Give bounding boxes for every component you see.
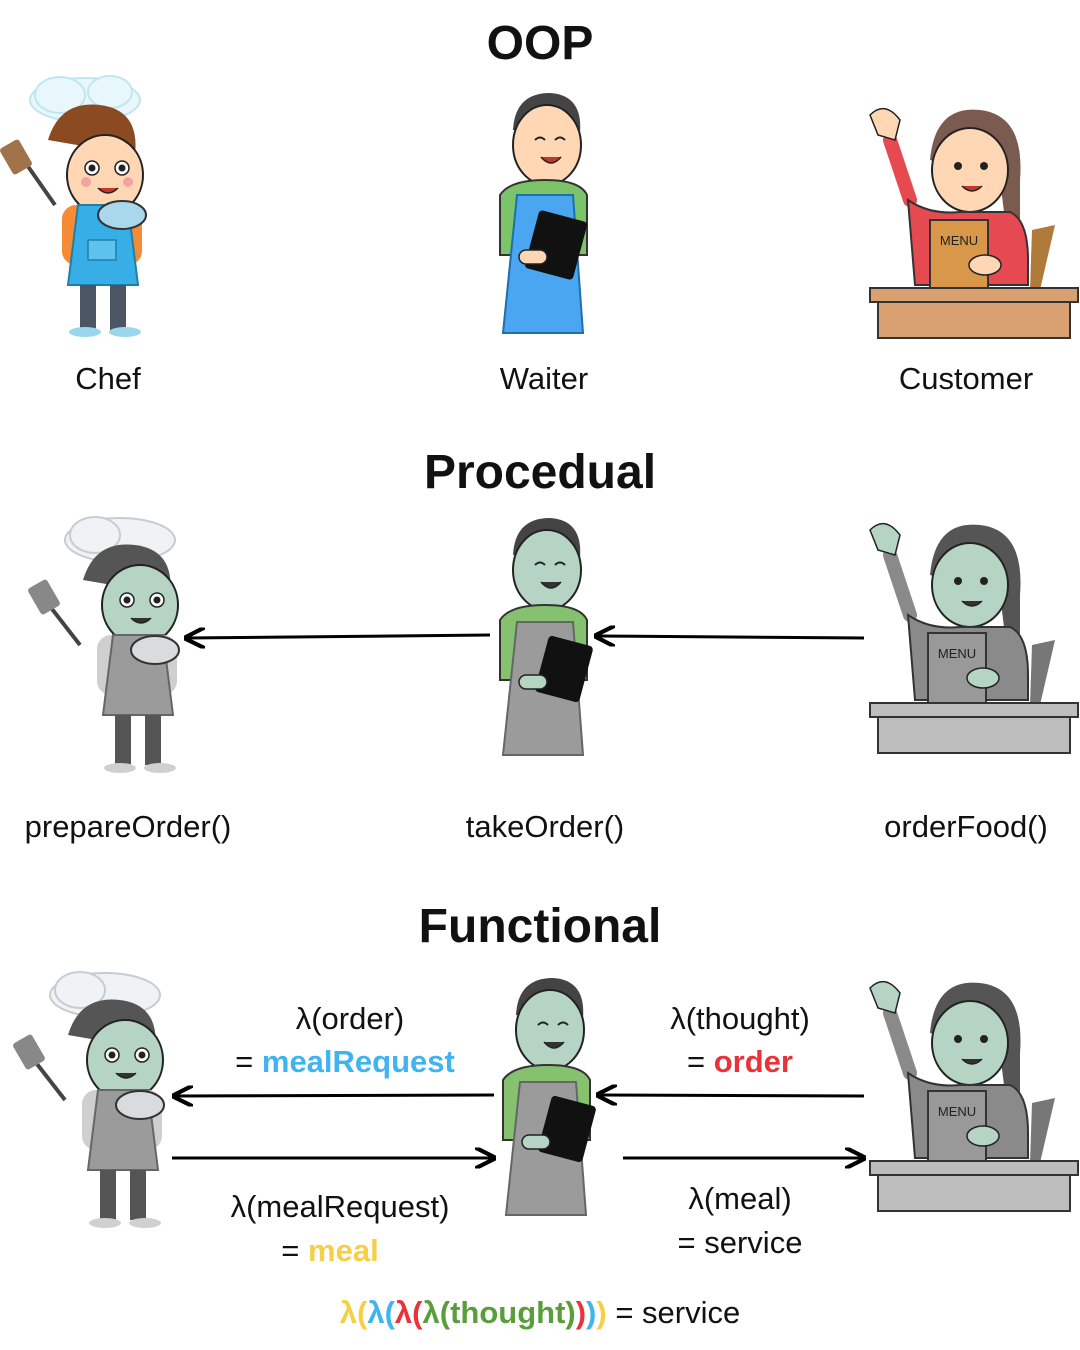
thought-arg: thought xyxy=(450,1295,566,1330)
customer-functional-figure: MENU xyxy=(869,980,1079,1212)
menu-sign: MENU xyxy=(938,646,976,661)
lambda-order: λ( xyxy=(394,1295,423,1330)
meal-result: meal xyxy=(308,1233,379,1268)
paren-close-2: ) xyxy=(586,1295,597,1330)
take-order-label: takeOrder() xyxy=(465,809,625,844)
mealrequest-equation: = meal xyxy=(230,1235,430,1266)
equals-sign: = xyxy=(235,1044,254,1079)
meal-lambda-label: λ(meal) xyxy=(688,1181,792,1216)
paren-close-3: ) xyxy=(575,1295,587,1330)
customer-gray-figure: MENU xyxy=(869,522,1079,754)
thought-equation: = order xyxy=(630,1046,850,1077)
lambda-thought: λ( xyxy=(422,1295,451,1330)
paren-close-1: ) xyxy=(596,1295,607,1330)
chef-functional-figure xyxy=(13,971,165,1228)
thought-lambda-label: λ(thought) xyxy=(670,1001,810,1036)
waiter-functional-figure xyxy=(502,978,596,1216)
waiter-gray-figure xyxy=(499,518,593,756)
waiter-figure xyxy=(499,93,588,334)
prepare-order-label: prepareOrder() xyxy=(24,809,232,844)
arrow-waiter-to-chef xyxy=(186,635,491,638)
arrow-waiter-to-chef xyxy=(174,1095,495,1096)
customer-label: Customer xyxy=(898,361,1034,396)
functional-title: Functional xyxy=(418,900,662,953)
meal-equation: = service xyxy=(677,1225,803,1260)
lambda-mealrequest: λ( xyxy=(367,1295,395,1330)
service-result: = service xyxy=(606,1295,741,1330)
paren-close-4: ) xyxy=(565,1295,576,1330)
procedural-title: Procedual xyxy=(423,446,657,499)
chef-label: Chef xyxy=(75,361,141,396)
meal-request-result: mealRequest xyxy=(261,1044,455,1079)
equals-sign: = xyxy=(281,1233,300,1268)
equals-sign: = xyxy=(687,1044,706,1079)
menu-sign: MENU xyxy=(940,233,978,248)
mealrequest-lambda-label: λ(mealRequest) xyxy=(230,1189,450,1224)
order-result: order xyxy=(713,1044,793,1079)
customer-figure: MENU xyxy=(869,107,1079,339)
arrow-customer-to-waiter xyxy=(596,636,865,638)
lambda-meal: λ( xyxy=(339,1295,368,1330)
order-equation: = mealRequest xyxy=(210,1046,480,1077)
order-lambda-label: λ(order) xyxy=(295,1001,405,1036)
waiter-label: Waiter xyxy=(499,361,589,396)
chef-figure xyxy=(0,75,147,337)
menu-sign: MENU xyxy=(938,1104,976,1119)
oop-title: OOP xyxy=(486,17,594,70)
order-food-label: orderFood() xyxy=(884,809,1048,844)
chef-gray-figure xyxy=(28,516,180,773)
composition-formula: λ(λ(λ(λ(thought)))) = service xyxy=(240,1297,840,1328)
arrow-customer-to-waiter xyxy=(598,1095,865,1096)
